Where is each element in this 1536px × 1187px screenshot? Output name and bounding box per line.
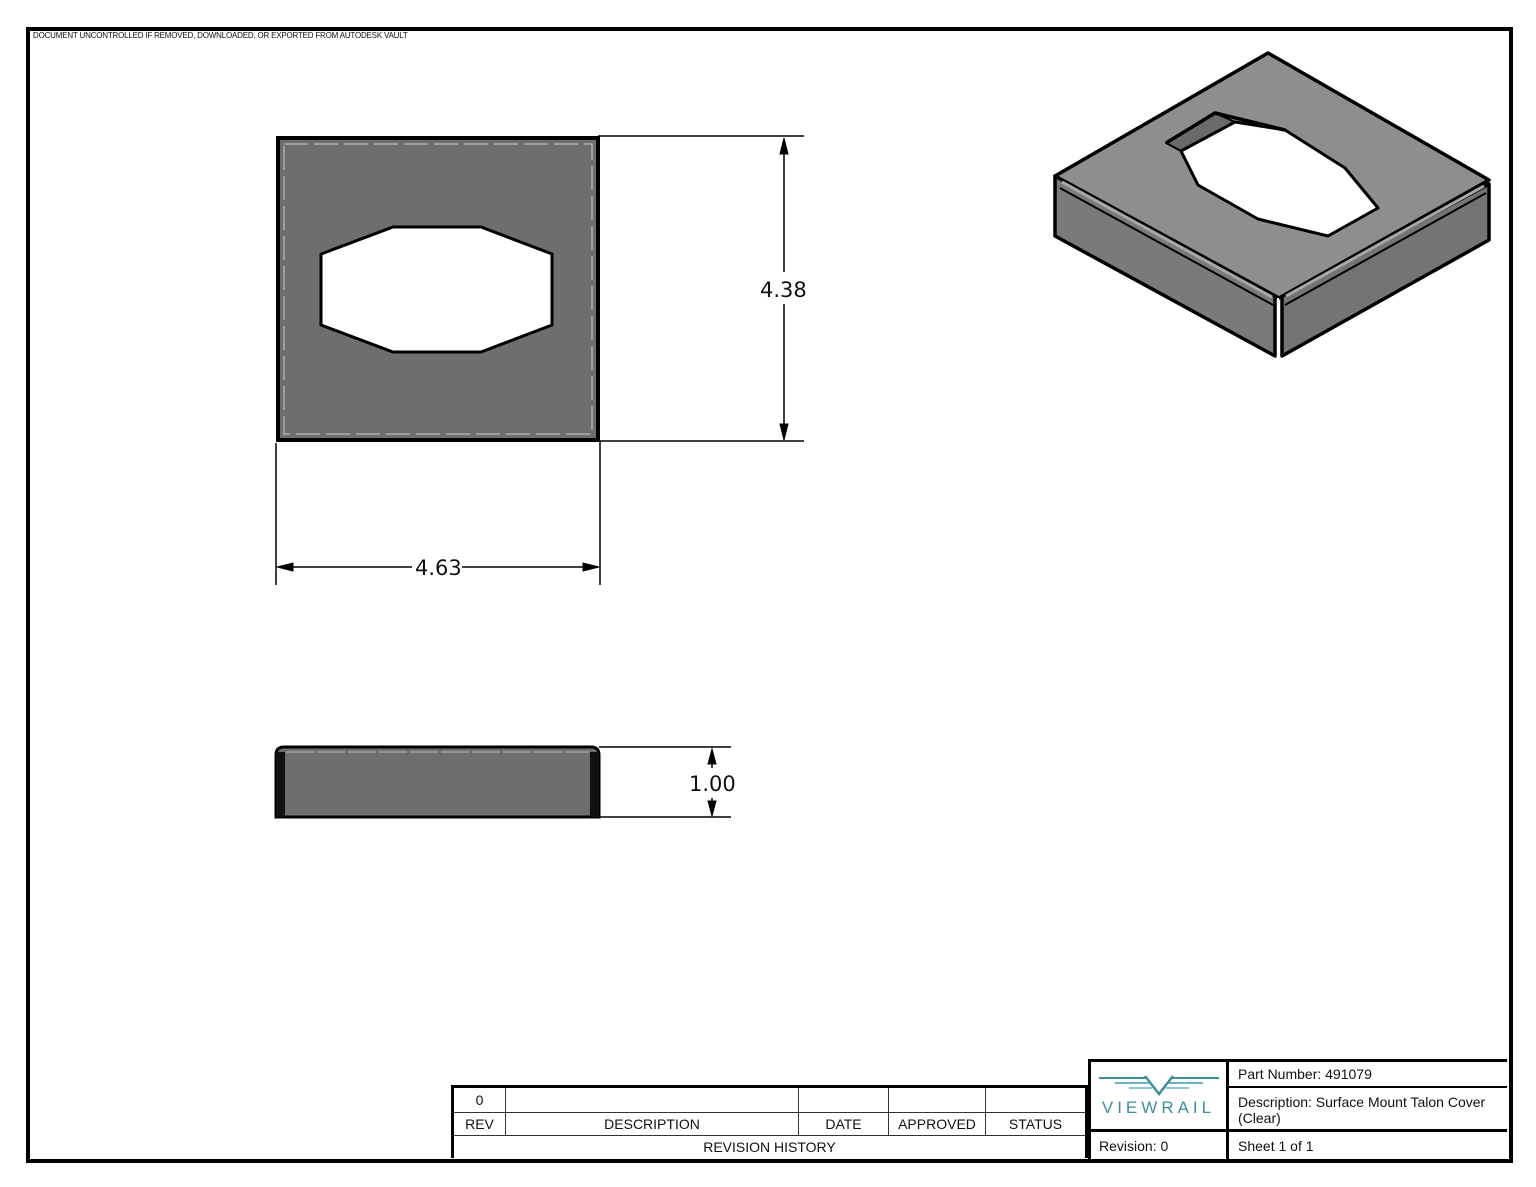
header-rev: REV (454, 1112, 506, 1135)
logo-wordmark: VIEWRAIL (1101, 1097, 1216, 1117)
part-description: Description: Surface Mount Talon Cover (… (1229, 1088, 1507, 1132)
wings-logo-icon (1098, 1074, 1219, 1096)
height-dim-label: 4.38 (760, 278, 807, 302)
revision-label: Revision: 0 (1091, 1132, 1229, 1162)
rev-cell: 0 (454, 1088, 506, 1112)
rev-approved-cell (889, 1088, 986, 1112)
height-dimension: 4.38 (598, 135, 807, 585)
octagon-cutout (319, 225, 554, 354)
header-date: DATE (799, 1112, 889, 1135)
width-dim-label: 4.63 (415, 556, 462, 580)
isometric-view (1053, 51, 1491, 358)
revision-caption-row: REVISION HISTORY (454, 1135, 1085, 1158)
top-view (276, 136, 600, 442)
part-number: Part Number: 491079 (1229, 1062, 1507, 1088)
sheet-number: Sheet 1 of 1 (1238, 1138, 1314, 1154)
rev-description-cell (506, 1088, 799, 1112)
viewrail-logo: VIEWRAIL (1091, 1062, 1229, 1132)
rev-status-cell (986, 1088, 1085, 1112)
header-status: STATUS (1008, 1115, 1063, 1132)
rev-date-cell (799, 1088, 889, 1112)
vault-disclaimer: DOCUMENT UNCONTROLLED IF REMOVED, DOWNLO… (33, 31, 408, 40)
thickness-dim-label: 1.00 (689, 772, 736, 796)
revision-row: 0 (454, 1088, 1085, 1113)
revision-history-table: 0 REV DESCRIPTION DATE APPROVED STATUS R… (451, 1085, 1088, 1158)
revision-header-row: REV DESCRIPTION DATE APPROVED STATUS (454, 1112, 1085, 1136)
title-block: VIEWRAIL Part Number: 491079 Description… (1088, 1059, 1507, 1162)
width-dimension: 4.63 (275, 443, 600, 585)
header-approved: APPROVED (889, 1112, 986, 1135)
revision-history-caption: REVISION HISTORY (703, 1138, 836, 1155)
thickness-dimension: 1.00 (599, 746, 736, 818)
drawing-sheet-border (26, 27, 1513, 1163)
side-view (274, 745, 601, 819)
header-description: DESCRIPTION (506, 1112, 799, 1135)
